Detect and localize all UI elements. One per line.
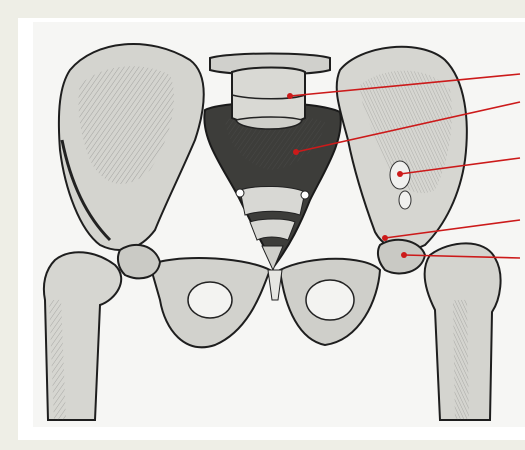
pointer-dot-5 — [401, 252, 407, 258]
pointer-dot-3 — [397, 171, 403, 177]
pointer-dot-4 — [382, 235, 388, 241]
pointer-dot-1 — [287, 93, 293, 99]
pointer-dot-2 — [293, 149, 299, 155]
